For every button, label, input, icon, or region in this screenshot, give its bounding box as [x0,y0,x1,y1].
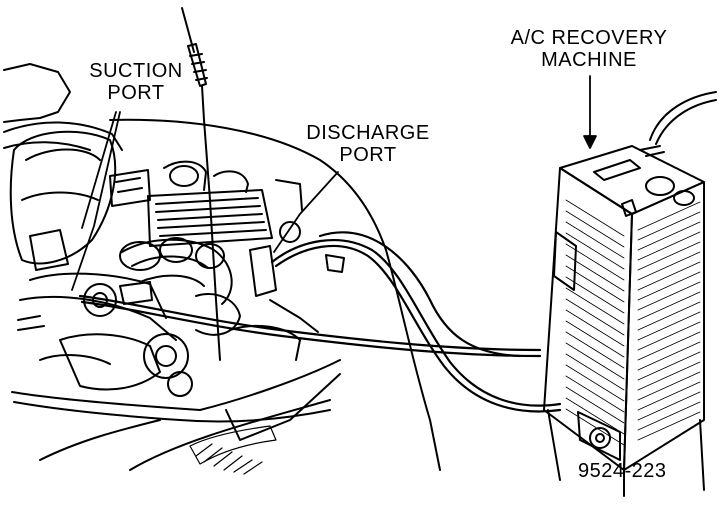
suction-port-label: SUCTION PORT [76,60,196,104]
fender-outline [11,118,441,471]
leader-lines [71,75,597,291]
recovery-machine-label-line2: MACHINE [541,49,637,71]
discharge-port-label: DISCHARGE PORT [298,122,438,166]
recovery-machine [543,91,717,497]
machine-shading [565,199,701,446]
figure-id-label: 9524-223 [578,460,667,482]
suction-port-label-line1: SUCTION [89,60,183,82]
suction-port-label-line2: PORT [107,82,165,104]
lower-engine [17,179,319,397]
engine-block [109,160,273,247]
fender-hatch [189,425,277,475]
discharge-port-label-line2: PORT [339,144,397,166]
recovery-machine-label-line1: A/C RECOVERY [510,27,668,49]
service-hoses [78,231,562,413]
open-hood [3,63,123,151]
discharge-port-label-line1: DISCHARGE [306,122,430,144]
recovery-machine-label: A/C RECOVERY MACHINE [498,27,680,71]
